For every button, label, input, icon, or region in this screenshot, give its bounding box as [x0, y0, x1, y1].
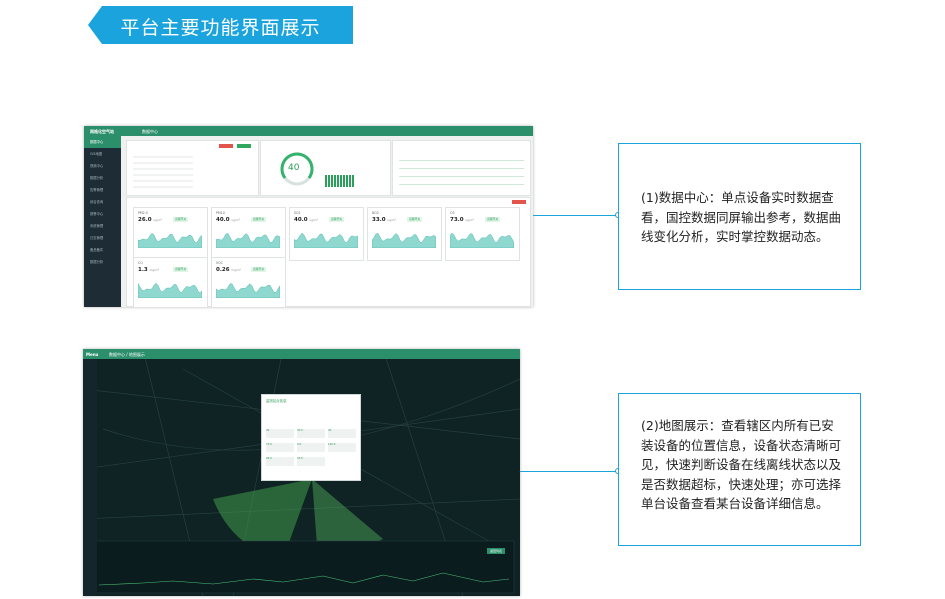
sensor-card[interactable]: VOC 0.26 mg/m³ 远程开关: [211, 257, 286, 307]
sidebar-item[interactable]: GIS地图: [90, 152, 103, 156]
sensor-name: O3: [450, 211, 455, 215]
sensor-unit: mg/m³: [231, 268, 241, 272]
sidebar-item[interactable]: 数据分析: [90, 260, 104, 264]
sidebar-item[interactable]: 告警管理: [90, 188, 104, 192]
national-data-list: [399, 153, 524, 187]
sidebar-item[interactable]: 备品备件: [90, 248, 104, 252]
sidebar-item[interactable]: 综合查询: [90, 200, 104, 204]
map-canvas[interactable]: [83, 349, 520, 596]
sidebar-item[interactable]: 数据中心: [84, 136, 121, 148]
sensor-unit: ug/m³: [309, 218, 318, 222]
popup-value-cell: 26.0: [266, 457, 294, 466]
device-fields: [133, 152, 193, 188]
sensor-value: 1.3 mg/m³: [138, 267, 159, 273]
shot1-topbar: 网格化空气站 数据中心: [84, 126, 533, 136]
sensor-status[interactable]: 远程开关: [485, 217, 501, 222]
connector-1: [533, 215, 618, 216]
sensor-value: 73.0 ug/m³: [450, 217, 474, 223]
sensor-value: 40.0 ug/m³: [294, 217, 318, 223]
sensor-status[interactable]: 远程开关: [251, 267, 267, 272]
popup-value-cell: 73.0: [266, 443, 294, 452]
popup-title: 监测站点信息: [266, 399, 287, 403]
sensor-name: SO2: [294, 211, 301, 215]
sensor-sparkline: [372, 233, 436, 248]
callout-map: (2)地图展示：查看辖区内所有已安装设备的位置信息，设备状态清晰可见，快速判断设…: [618, 393, 861, 546]
sensor-unit: ug/m³: [465, 218, 474, 222]
sensor-status[interactable]: 远程开关: [407, 217, 423, 222]
sensor-name: CO: [138, 261, 143, 265]
shot2-breadcrumb: 数据中心 / 地图展示: [109, 352, 145, 357]
banner-title: 平台主要功能界面展示: [120, 17, 321, 39]
sensor-name: VOC: [216, 261, 223, 265]
sensor-card[interactable]: O3 73.0 ug/m³ 远程开关: [445, 207, 520, 261]
sidebar-item[interactable]: 日志管理: [90, 236, 104, 240]
popup-value-cell: 40: [266, 429, 294, 438]
sensor-card[interactable]: NO2 33.0 ug/m³ 远程开关: [367, 207, 442, 261]
shot1-breadcrumb: 数据中心: [142, 129, 158, 134]
sensor-card[interactable]: PM2.5 26.0 ug/m³ 远程开关: [133, 207, 208, 261]
sensor-value: 0.26 mg/m³: [216, 267, 241, 273]
sensor-sparkline: [216, 283, 280, 298]
connector-2: [520, 471, 618, 472]
red-tag: [219, 144, 233, 148]
sensor-sparkline: [216, 233, 280, 248]
device-info-panel: [126, 140, 259, 196]
popup-value-cell: 30.0: [297, 429, 325, 438]
sidebar-item[interactable]: 视频中心: [90, 164, 104, 168]
sensor-value: 33.0 ug/m³: [372, 217, 396, 223]
sensor-card[interactable]: SO2 40.0 ug/m³ 远程开关: [289, 207, 364, 261]
callout-data-center: (1)数据中心：单点设备实时数据查看，国控数据同屏输出参考，数据曲线变化分析，实…: [618, 143, 861, 290]
sensor-value: 26.0 ug/m³: [138, 217, 162, 223]
sensor-name: PM10: [216, 211, 225, 215]
sensor-sparkline: [138, 232, 202, 248]
section-banner: 平台主要功能界面展示: [88, 6, 353, 44]
sensor-card[interactable]: CO 1.3 mg/m³ 远程开关: [133, 257, 208, 307]
popup-value-cell: 120.0: [328, 443, 356, 452]
sensor-name: NO2: [372, 211, 379, 215]
sensor-status[interactable]: 远程开关: [173, 217, 189, 222]
sidebar-item[interactable]: 数据分析: [90, 176, 104, 180]
export-button[interactable]: [512, 200, 526, 204]
shot2-app-name: Menu: [86, 352, 99, 357]
aqi-gauge: [280, 152, 314, 186]
aqi-panel: 40: [260, 140, 391, 196]
sensor-sparkline: [294, 232, 358, 248]
return-list-button[interactable]: 返回列表: [487, 548, 506, 554]
sensor-status[interactable]: 远程开关: [173, 267, 189, 272]
sensor-card[interactable]: PM10 40.0 ug/m³ 远程开关: [211, 207, 286, 261]
sensor-sparkline: [450, 232, 514, 248]
popup-value-cell: 40: [328, 429, 356, 438]
sensor-unit: mg/m³: [149, 268, 159, 272]
sidebar-item[interactable]: 系统管理: [90, 224, 104, 228]
national-data-panel: [392, 140, 531, 196]
aqi-value: 40: [288, 163, 300, 173]
sensor-unit: ug/m³: [153, 218, 162, 222]
popup-value-cell: 33.0: [297, 457, 325, 466]
sensor-value: 40.0 ug/m³: [216, 217, 240, 223]
sensor-sparkline: [138, 282, 202, 298]
sidebar-item[interactable]: 报警中心: [90, 212, 104, 216]
sensor-unit: ug/m³: [231, 218, 240, 222]
sensor-status[interactable]: 远程开关: [329, 217, 345, 222]
sensor-status[interactable]: 远程开关: [251, 217, 267, 222]
shot2-sidebar: [83, 359, 97, 596]
aqi-bars: [325, 175, 355, 187]
green-tag: [237, 144, 251, 148]
callout-2-text: (2)地图展示：查看辖区内所有已安装设备的位置信息，设备状态清晰可见，快速判断设…: [641, 418, 842, 511]
callout-1-text: (1)数据中心：单点设备实时数据查看，国控数据同屏输出参考，数据曲线变化分析，实…: [641, 190, 842, 244]
shot1-app-name: 网格化空气站: [90, 129, 114, 134]
popup-value-cell: 0.0: [297, 443, 325, 452]
sensor-unit: ug/m³: [387, 218, 396, 222]
shot2-topbar: Menu 数据中心 / 地图展示: [83, 349, 520, 359]
sensor-name: PM2.5: [138, 211, 148, 215]
